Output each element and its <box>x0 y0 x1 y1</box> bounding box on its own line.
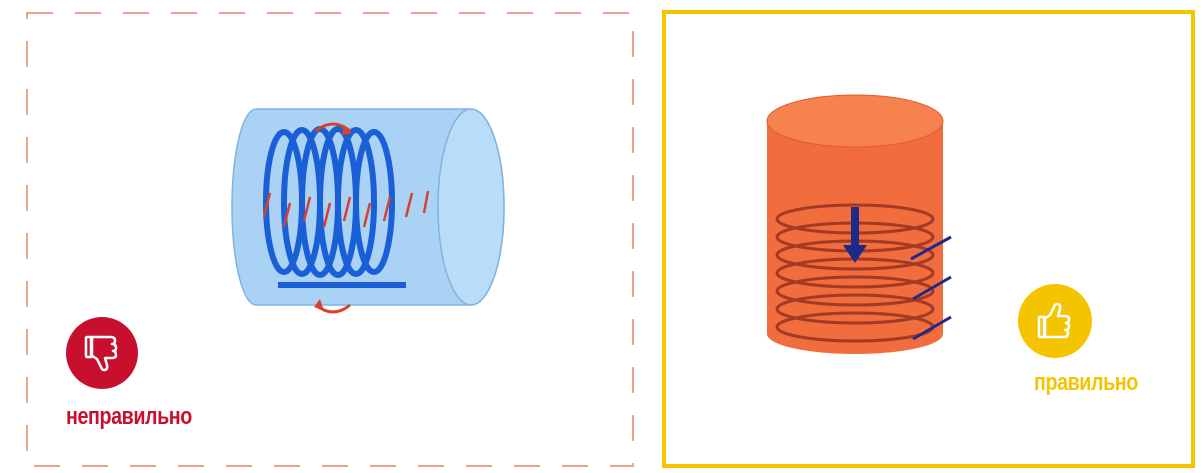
thumbs-down-icon <box>84 335 118 372</box>
horizontal-cylinder-coil-illustration <box>231 108 505 314</box>
incorrect-panel: неправильно <box>26 12 634 467</box>
thumbs-down-badge <box>66 317 138 389</box>
correct-panel: правильно <box>662 10 1195 468</box>
thumbs-up-icon <box>1037 302 1071 339</box>
vertical-cylinder-coil-illustration <box>766 94 952 354</box>
dashed-frame <box>26 12 634 467</box>
thumbs-up-badge <box>1018 284 1092 358</box>
incorrect-label: неправильно <box>66 403 192 430</box>
correct-label: правильно <box>1034 369 1138 396</box>
